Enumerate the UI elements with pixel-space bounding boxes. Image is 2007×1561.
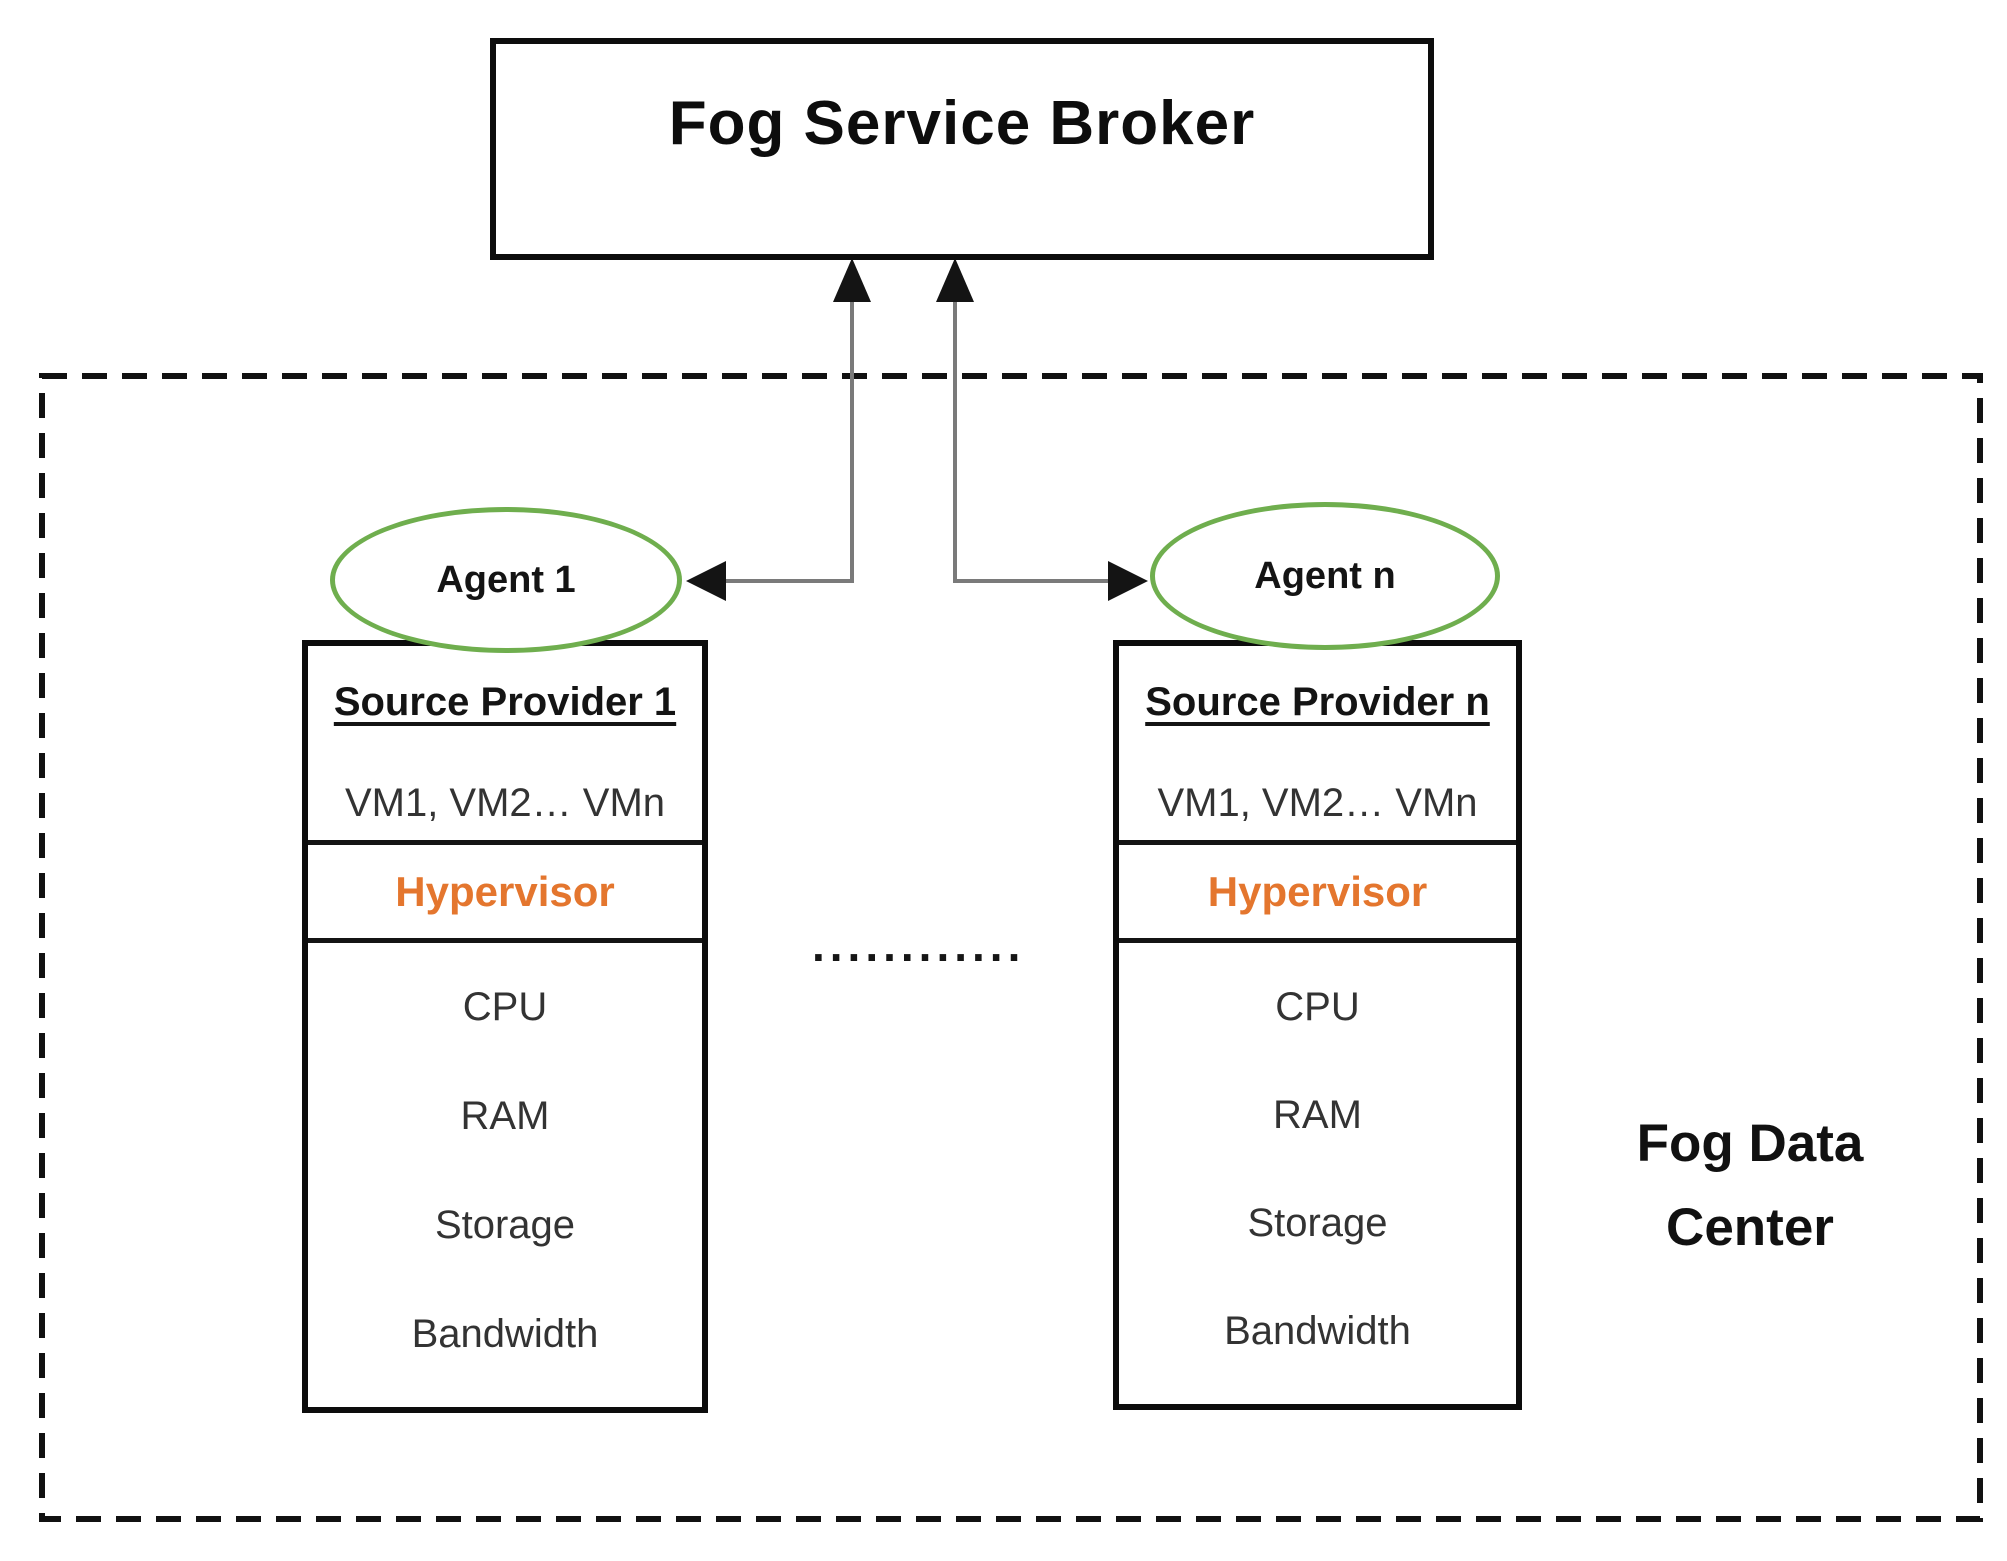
- agent1-broker-connector-line: [722, 296, 854, 583]
- provider-1-header-section: Source Provider 1 VM1, VM2… VMn: [308, 646, 702, 845]
- provider-n-hypervisor-label: Hypervisor: [1207, 867, 1428, 915]
- fog-service-broker-box: Fog Service Broker: [490, 38, 1434, 260]
- provider-n-header-section: Source Provider n VM1, VM2… VMn: [1119, 646, 1516, 845]
- agentn-broker-connector-line: [953, 296, 1112, 583]
- provider-1-hypervisor-label: Hypervisor: [395, 867, 615, 915]
- fog-data-center-label: Fog Data Center: [1636, 1114, 1864, 1257]
- provider-n-vm-list: VM1, VM2… VMn: [1157, 781, 1478, 825]
- provider-n-resource-cpu: CPU: [1275, 984, 1360, 1029]
- arrowhead-left-to-agent1: [686, 561, 726, 601]
- provider-1-resources-section: CPU RAM Storage Bandwidth: [308, 943, 702, 1407]
- provider-continuation-dots: ............: [812, 919, 1026, 971]
- provider-n-resource-bandwidth: Bandwidth: [1224, 1309, 1411, 1354]
- arrowhead-up-to-broker-left: [833, 258, 871, 302]
- fog-service-broker-title: Fog Service Broker: [668, 89, 1256, 158]
- agent-1-label: Agent 1: [436, 558, 576, 601]
- provider-n-hypervisor-section: Hypervisor: [1119, 845, 1516, 943]
- provider-n-resource-ram: RAM: [1273, 1092, 1362, 1137]
- provider-1-resource-storage: Storage: [434, 1203, 576, 1247]
- provider-n-title: Source Provider n: [1145, 680, 1490, 724]
- provider-1-resource-ram: RAM: [460, 1094, 550, 1138]
- arrowhead-right-to-agentn: [1108, 561, 1148, 601]
- agent-n-ellipse: Agent n: [1150, 502, 1500, 650]
- source-provider-1-box: Source Provider 1 VM1, VM2… VMn Hypervis…: [302, 640, 708, 1413]
- fog-data-center-dashed-border: [39, 373, 1983, 1522]
- provider-n-resource-storage: Storage: [1247, 1201, 1388, 1246]
- provider-1-resource-bandwidth: Bandwidth: [411, 1312, 599, 1356]
- provider-1-resource-cpu: CPU: [462, 985, 548, 1029]
- agent-1-ellipse: Agent 1: [330, 507, 682, 653]
- provider-1-vm-list: VM1, VM2… VMn: [344, 781, 666, 825]
- arrowhead-up-to-broker-right: [936, 258, 974, 302]
- provider-1-hypervisor-section: Hypervisor: [308, 845, 702, 943]
- provider-n-resources-section: CPU RAM Storage Bandwidth: [1119, 943, 1516, 1404]
- source-provider-n-box: Source Provider n VM1, VM2… VMn Hypervis…: [1113, 640, 1522, 1410]
- provider-1-title: Source Provider 1: [333, 680, 677, 724]
- agent-n-label: Agent n: [1254, 554, 1396, 597]
